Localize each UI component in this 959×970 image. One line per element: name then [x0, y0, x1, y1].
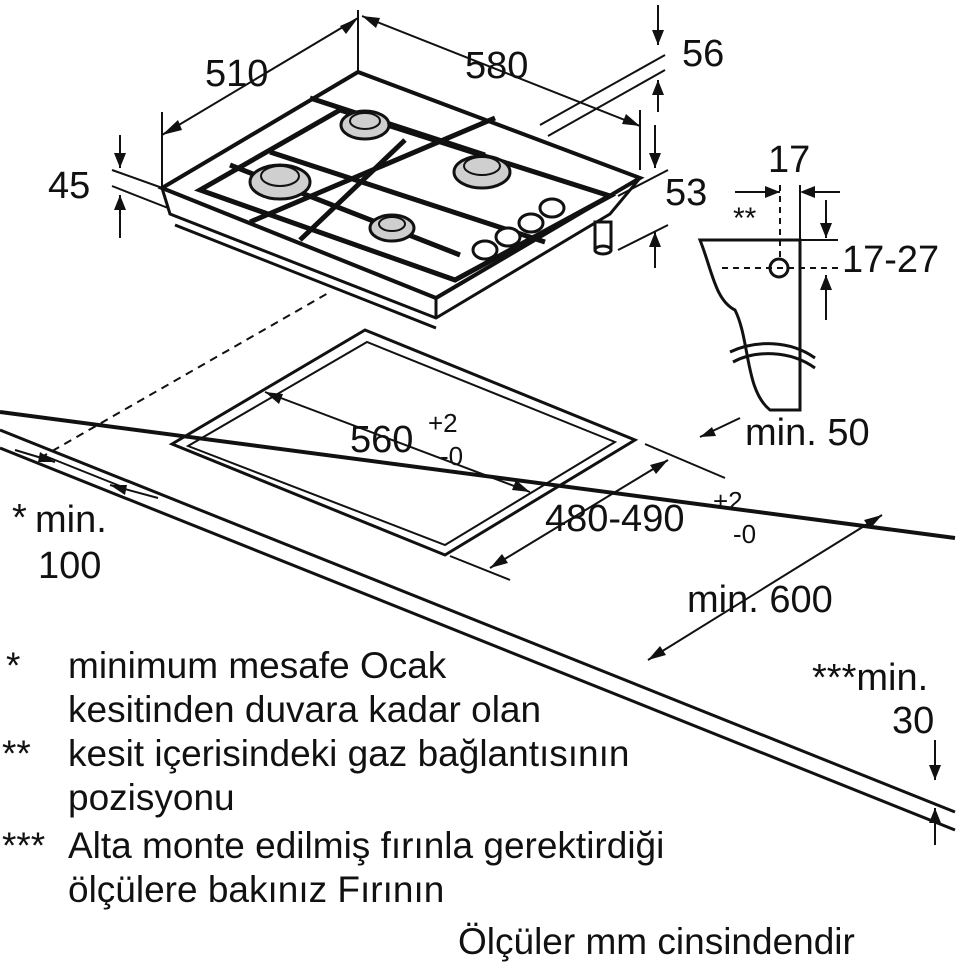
note-2-marker: **	[2, 733, 31, 774]
dim-hob-top-height: 56	[682, 33, 724, 75]
units-note: Ölçüler mm cinsindendir	[458, 921, 855, 962]
min-below-value: 30	[892, 700, 934, 742]
dim-hob-edge-height: 45	[48, 165, 90, 207]
min-wall-front-star: *	[12, 497, 27, 539]
dim-hob-depth: 510	[205, 53, 268, 95]
dim-cutout-width-tol-plus: +2	[428, 408, 458, 438]
min-wall-front-value: 100	[38, 545, 101, 587]
gas-marker: **	[733, 202, 757, 235]
min-wall-front-label: min.	[35, 499, 107, 541]
note-1-line-1: minimum mesafe Ocak	[68, 645, 447, 686]
note-3-line-2: ölçülere bakınız Fırının	[68, 869, 445, 910]
worktop	[0, 291, 956, 832]
arrow-heads	[38, 16, 941, 823]
dim-gas-offset-x: 17	[768, 139, 810, 181]
dim-cutout-depth: 480-490	[545, 498, 684, 540]
dim-cutout-depth-tol-minus: -0	[733, 519, 756, 549]
gas-detail-arrows	[765, 186, 832, 290]
note-1-marker: *	[6, 645, 21, 686]
burner-front-right	[368, 213, 416, 243]
note-2-line-1: kesit içerisindeki gaz bağlantısının	[68, 733, 630, 774]
dim-hob-width: 580	[465, 45, 528, 87]
gas-connector	[593, 220, 613, 256]
min-worktop-depth: min. 600	[687, 579, 833, 621]
control-knobs	[471, 197, 566, 261]
dim-cutout-width: 560	[350, 419, 413, 461]
gas-connection-detail	[697, 185, 840, 412]
dim-cutout-width-tol-minus: -0	[440, 441, 463, 471]
min-below-label: ***min.	[812, 657, 928, 699]
burner-front-left	[248, 163, 312, 201]
min-back-distance: min. 50	[745, 412, 870, 454]
burner-back-left	[339, 109, 391, 141]
note-3-line-1: Alta monte edilmiş fırınla gerektirdiği	[68, 825, 665, 866]
cutout	[168, 328, 639, 557]
burner-back-right	[452, 154, 512, 190]
dim-cutout-depth-tol-plus: +2	[713, 486, 743, 516]
note-2-line-2: pozisyonu	[68, 777, 235, 818]
dim-gas-offset-y: 17-27	[842, 239, 939, 281]
dimension-lines	[14, 5, 936, 845]
dim-hob-below-height: 53	[665, 172, 707, 214]
hob	[157, 69, 645, 330]
note-1-line-2: kesitinden duvara kadar olan	[68, 689, 542, 730]
note-3-marker: ***	[2, 825, 46, 866]
